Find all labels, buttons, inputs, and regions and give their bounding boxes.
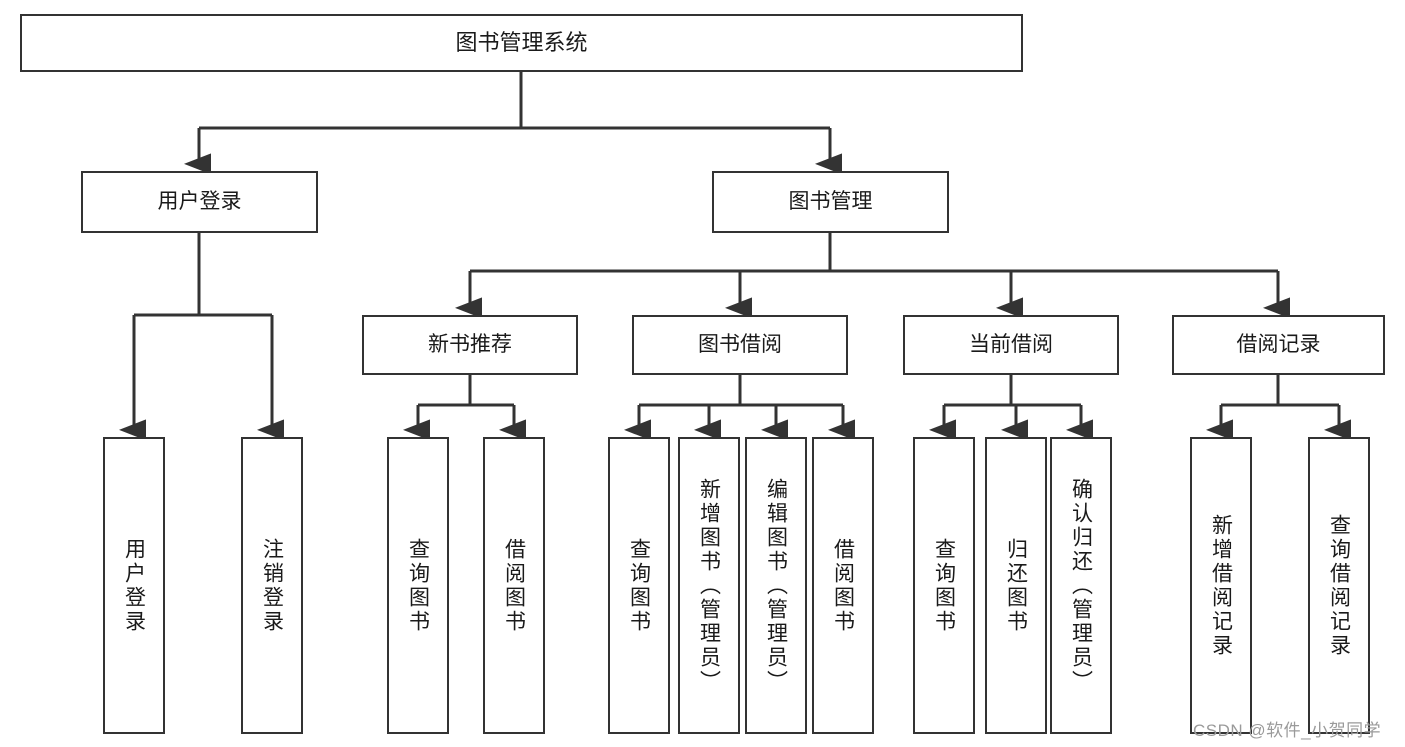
watermark: CSDN @软件_小贺同学 (1193, 721, 1382, 740)
node-leaf-add-record[interactable]: 新增借阅记录 (1190, 437, 1252, 734)
node-book-borrow[interactable]: 图书借阅 (632, 315, 848, 375)
node-leaf-add-book[interactable]: 新增图书（管理员） (678, 437, 740, 734)
node-borrow-record-label: 借阅记录 (1236, 332, 1321, 356)
node-leaf-add-record-label: 新增借阅记录 (1209, 513, 1233, 658)
node-book-borrow-label: 图书借阅 (698, 332, 782, 356)
node-new-book-recommend-label: 新书推荐 (428, 332, 512, 356)
node-leaf-confirm-return[interactable]: 确认归还（管理员） (1050, 437, 1112, 734)
node-current-borrow[interactable]: 当前借阅 (903, 315, 1119, 375)
node-leaf-borrow-book-rec[interactable]: 借阅图书 (483, 437, 545, 734)
node-leaf-confirm-return-label: 确认归还（管理员） (1069, 477, 1093, 694)
node-leaf-return-book-label: 归还图书 (1004, 537, 1028, 634)
node-new-book-recommend[interactable]: 新书推荐 (362, 315, 578, 375)
node-user-login[interactable]: 用户登录 (81, 171, 318, 233)
node-leaf-logout-label: 注销登录 (260, 537, 284, 634)
node-leaf-logout[interactable]: 注销登录 (241, 437, 303, 734)
node-leaf-query-record[interactable]: 查询借阅记录 (1308, 437, 1370, 734)
node-leaf-edit-book[interactable]: 编辑图书（管理员） (745, 437, 807, 734)
node-leaf-user-login[interactable]: 用户登录 (103, 437, 165, 734)
node-leaf-query-book-borrow-label: 查询图书 (627, 537, 651, 634)
node-leaf-user-login-label: 用户登录 (122, 537, 146, 634)
node-leaf-query-book-cur[interactable]: 查询图书 (913, 437, 975, 734)
node-borrow-record[interactable]: 借阅记录 (1172, 315, 1385, 375)
node-user-login-label: 用户登录 (157, 189, 242, 213)
node-root[interactable]: 图书管理系统 (20, 14, 1023, 72)
node-leaf-query-book-borrow[interactable]: 查询图书 (608, 437, 670, 734)
node-leaf-edit-book-label: 编辑图书（管理员） (764, 477, 788, 694)
node-book-manage[interactable]: 图书管理 (712, 171, 949, 233)
node-leaf-add-book-label: 新增图书（管理员） (697, 477, 721, 694)
node-leaf-borrow-book[interactable]: 借阅图书 (812, 437, 874, 734)
node-root-label: 图书管理系统 (455, 30, 588, 56)
node-leaf-query-book-rec-label: 查询图书 (406, 537, 430, 634)
node-leaf-query-book-rec[interactable]: 查询图书 (387, 437, 449, 734)
node-book-manage-label: 图书管理 (788, 189, 873, 213)
node-leaf-query-book-cur-label: 查询图书 (932, 537, 956, 634)
node-current-borrow-label: 当前借阅 (969, 332, 1053, 356)
node-leaf-query-record-label: 查询借阅记录 (1327, 513, 1351, 658)
node-leaf-borrow-book-label: 借阅图书 (831, 537, 855, 634)
node-leaf-return-book[interactable]: 归还图书 (985, 437, 1047, 734)
node-leaf-borrow-book-rec-label: 借阅图书 (502, 537, 526, 634)
